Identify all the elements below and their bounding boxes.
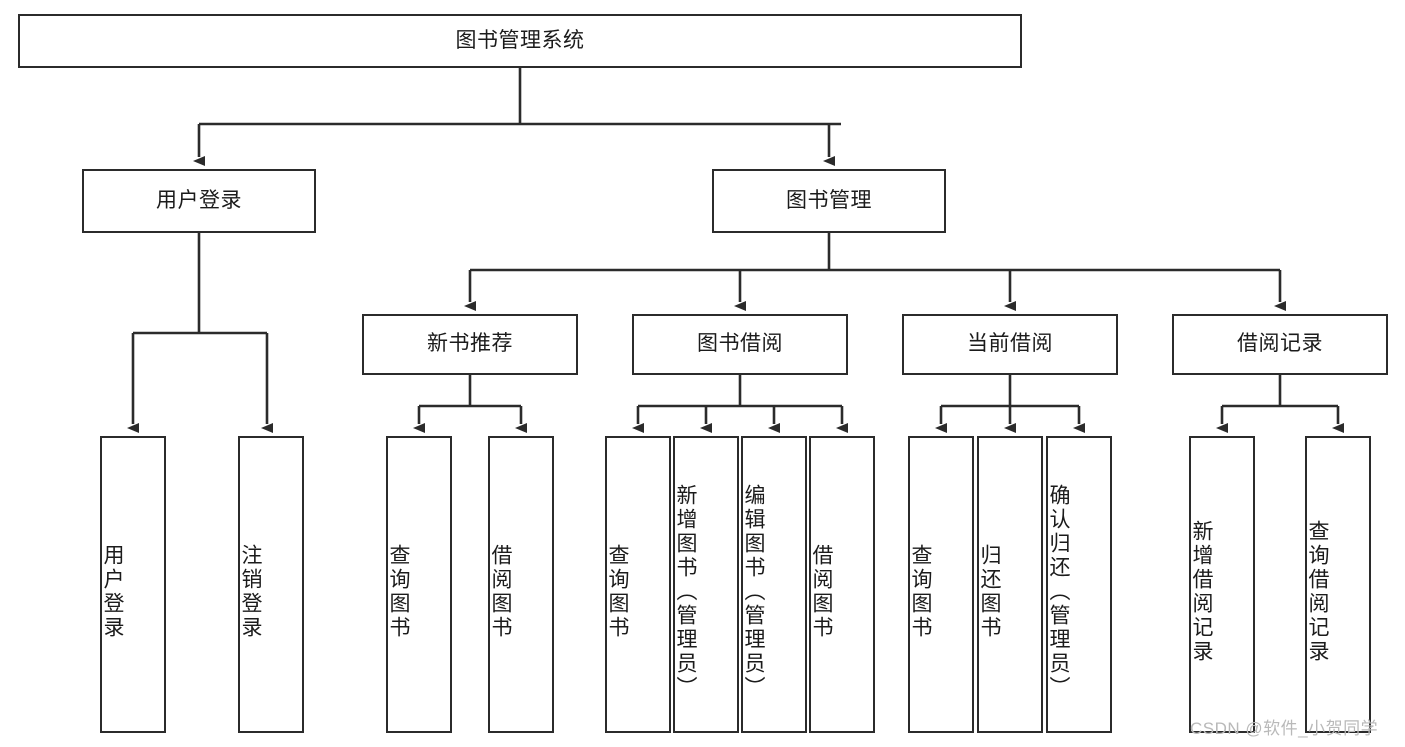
leaf-node-recommend-query-book[interactable]: 查询图书 <box>386 436 452 733</box>
leaf-node-borrow-query-book[interactable]: 查询图书 <box>605 436 671 733</box>
node-label: 用户登录 <box>156 188 242 212</box>
leaf-node-current-confirm-return[interactable]: 确认归还（管理员） <box>1046 436 1112 733</box>
leaf-node-user-login-login[interactable]: 用户登录 <box>100 436 166 733</box>
node-label: 归还图书 <box>978 543 1001 640</box>
node-label: 编辑图书（管理员） <box>742 483 765 700</box>
leaf-node-current-return-book[interactable]: 归还图书 <box>977 436 1043 733</box>
node-label: 当前借阅 <box>967 332 1053 356</box>
node-label: 借阅记录 <box>1237 332 1323 356</box>
node-label: 图书管理系统 <box>455 28 585 52</box>
node-root-system[interactable]: 图书管理系统 <box>18 14 1022 68</box>
node-label: 新增图书（管理员） <box>674 483 697 700</box>
leaf-node-record-add-record[interactable]: 新增借阅记录 <box>1189 436 1255 733</box>
node-label: 确认归还（管理员） <box>1047 483 1070 700</box>
leaf-node-current-query-book[interactable]: 查询图书 <box>908 436 974 733</box>
node-book-borrow[interactable]: 图书借阅 <box>632 314 848 375</box>
node-current-borrow[interactable]: 当前借阅 <box>902 314 1118 375</box>
node-label: 查询图书 <box>909 543 932 640</box>
node-new-book-recommend[interactable]: 新书推荐 <box>362 314 578 375</box>
leaf-node-record-query-record[interactable]: 查询借阅记录 <box>1305 436 1371 733</box>
node-label: 新增借阅记录 <box>1190 519 1213 664</box>
node-label: 图书管理 <box>786 188 872 212</box>
node-label: 查询图书 <box>606 543 629 640</box>
leaf-node-user-login-logout[interactable]: 注销登录 <box>238 436 304 733</box>
csdn-watermark: CSDN @软件_小贺同学 <box>1190 719 1379 738</box>
node-label: 图书借阅 <box>697 332 783 356</box>
node-label: 注销登录 <box>239 543 262 640</box>
node-label: 借阅图书 <box>489 543 512 640</box>
leaf-node-recommend-borrow-book[interactable]: 借阅图书 <box>488 436 554 733</box>
node-label: 查询借阅记录 <box>1306 519 1329 664</box>
node-label: 查询图书 <box>387 543 410 640</box>
node-label: 用户登录 <box>101 543 124 640</box>
leaf-node-borrow-borrow-book[interactable]: 借阅图书 <box>809 436 875 733</box>
node-user-login[interactable]: 用户登录 <box>82 169 316 233</box>
node-book-management[interactable]: 图书管理 <box>712 169 946 233</box>
node-label: 借阅图书 <box>810 543 833 640</box>
node-label: 新书推荐 <box>427 332 513 356</box>
node-borrow-record[interactable]: 借阅记录 <box>1172 314 1388 375</box>
leaf-node-borrow-edit-book[interactable]: 编辑图书（管理员） <box>741 436 807 733</box>
leaf-node-borrow-add-book[interactable]: 新增图书（管理员） <box>673 436 739 733</box>
